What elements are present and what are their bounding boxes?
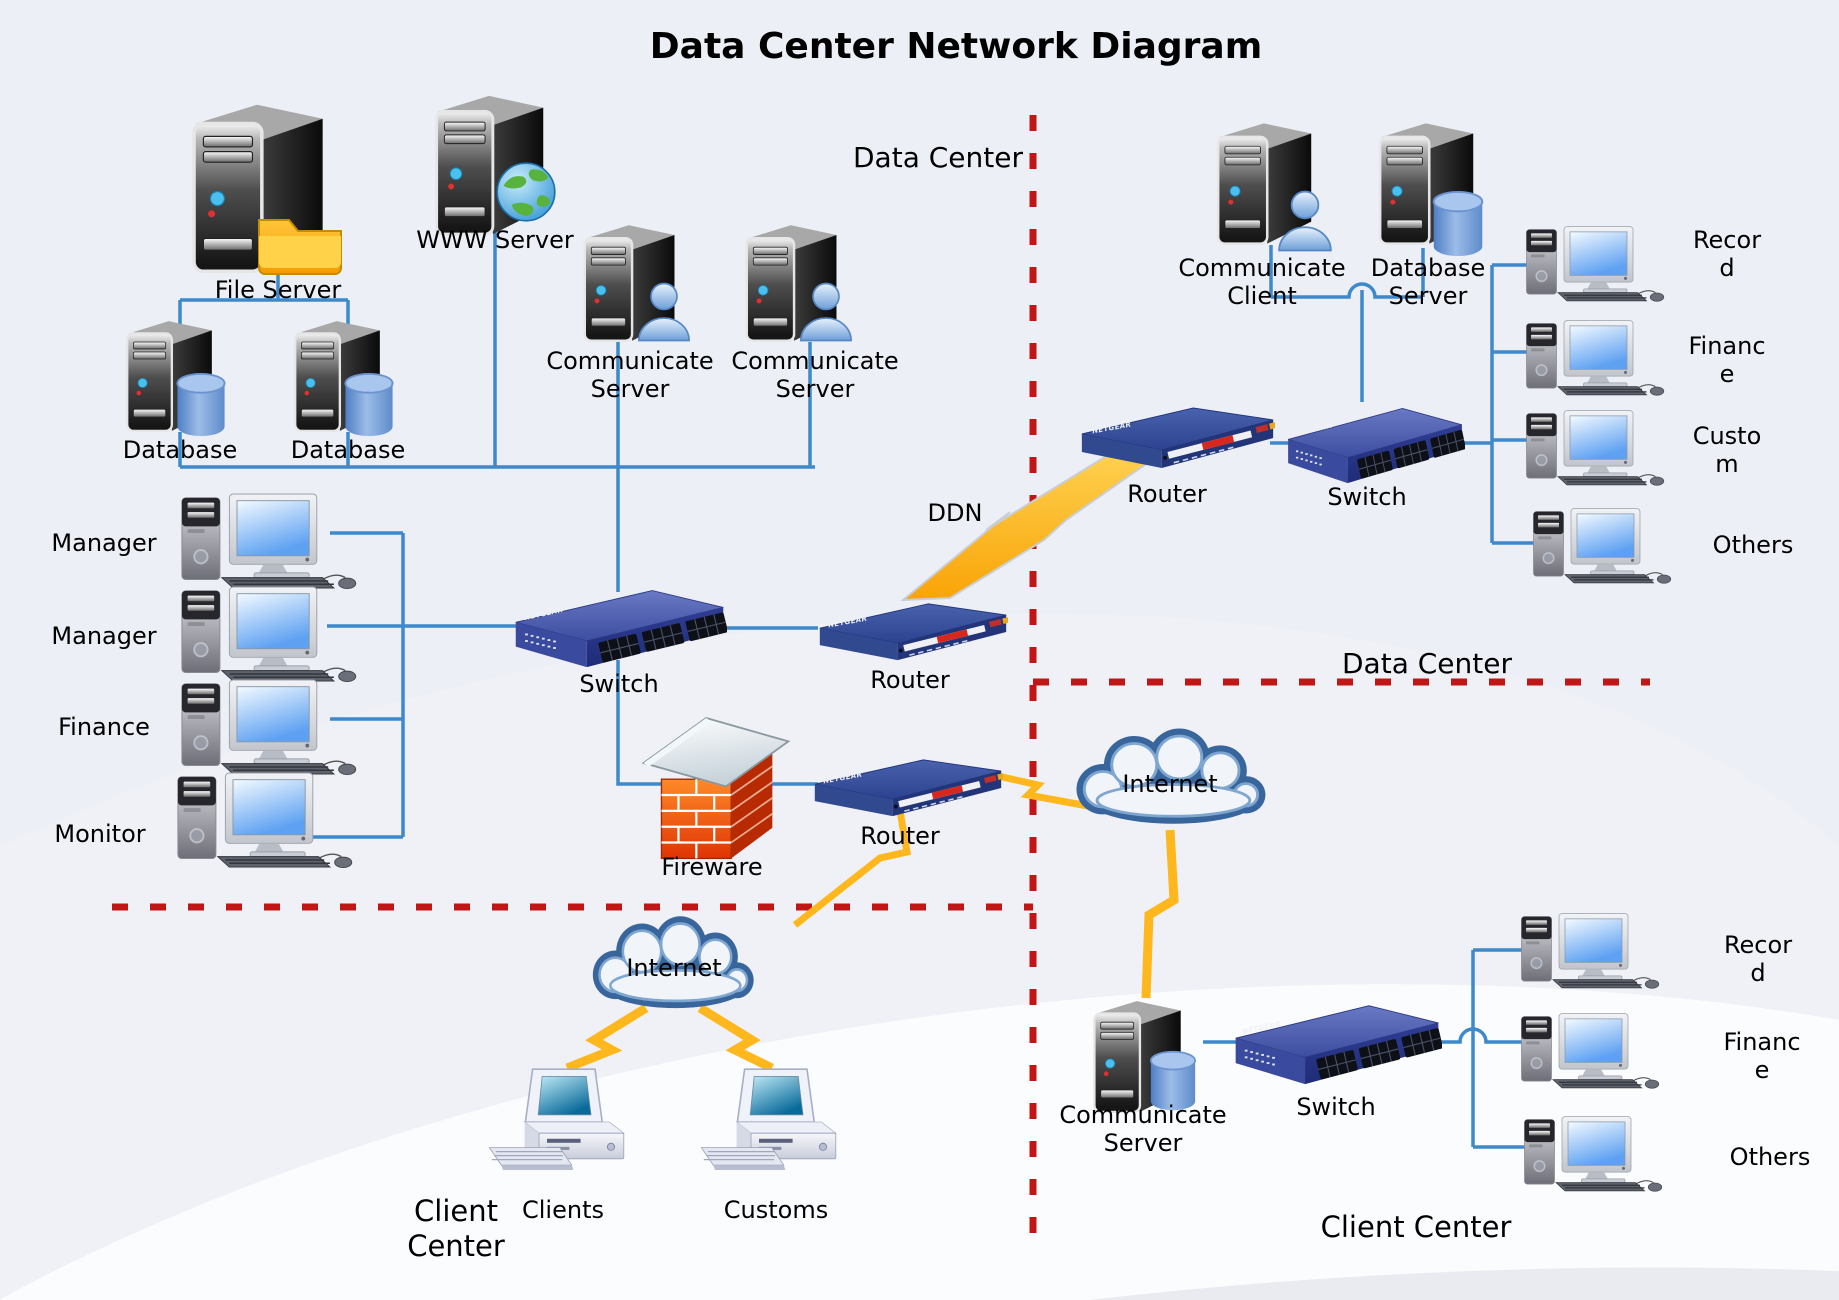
bolt-router-to-internet-left <box>792 804 912 928</box>
communicate-client-line2: Client <box>1227 282 1297 310</box>
database-2-label: Database <box>290 436 406 464</box>
custom-dc2-label: Custo m <box>1693 422 1762 478</box>
client-center-left-line2: Center <box>407 1229 505 1263</box>
finance-workstation-icon <box>180 678 370 778</box>
finance-cc-line2: e <box>1754 1056 1770 1084</box>
www-server-label: WWW Server <box>416 226 574 254</box>
customs-computer-icon <box>695 1052 863 1192</box>
finance-dc2-label: Financ e <box>1688 332 1765 388</box>
switch-dc2-label: Switch <box>1327 483 1407 511</box>
customs-label: Customs <box>723 1196 829 1224</box>
finance-dc2-line1: Financ <box>1688 332 1766 360</box>
manager-1-label: Manager <box>51 529 157 557</box>
database-server-label: Database Server <box>1371 254 1486 310</box>
folder-icon <box>255 205 345 277</box>
communicate-client-line1: Communicate <box>1178 254 1346 282</box>
monitor-label: Monitor <box>54 820 146 848</box>
client-center-left-line1: Client <box>414 1194 498 1228</box>
file-server-label: File Server <box>214 276 342 304</box>
router-dc2-icon <box>1080 406 1275 470</box>
clients-computer-icon <box>483 1052 651 1192</box>
communicate-server-cc-line2: Server <box>1103 1129 1183 1157</box>
finance-dc2-line2: e <box>1719 360 1735 388</box>
person-icon <box>633 280 695 344</box>
communicate-server-1-line2: Server <box>590 375 670 403</box>
finance-cc-label: Financ e <box>1723 1028 1800 1084</box>
switch-dc2-icon <box>1285 403 1465 485</box>
lightning-links <box>565 772 1179 1073</box>
record-cc-label: Recor d <box>1724 931 1792 987</box>
router-main-label: Router <box>870 666 950 694</box>
manager-2-workstation-icon <box>180 585 370 685</box>
finance-cc-workstation-icon <box>1520 1005 1670 1098</box>
record-cc-workstation-icon <box>1520 905 1670 998</box>
diagram-title: Data Center Network Diagram <box>649 26 1263 67</box>
fireware-label: Fireware <box>661 853 763 881</box>
manager-2-label: Manager <box>51 622 157 650</box>
bolt-internet-to-customs <box>697 1004 774 1073</box>
communicate-server-cc-label: Communicate Server <box>1059 1101 1226 1157</box>
communicate-server-2-line2: Server <box>775 375 855 403</box>
communicate-server-2-label: Communicate Server <box>731 347 898 403</box>
bolt-internet-to-clients <box>565 1004 649 1073</box>
monitor-workstation-icon <box>176 771 366 871</box>
person-icon <box>1272 188 1338 254</box>
bolt-router-to-internet-right <box>997 772 1089 810</box>
database-cylinder-icon <box>340 372 398 438</box>
database-server-line1: Database <box>1370 254 1486 282</box>
manager-1-workstation-icon <box>180 492 370 592</box>
communicate-client-label: Communicate Client <box>1178 254 1345 310</box>
record-dc2-line1: Recor <box>1692 226 1762 254</box>
router-dc2-label: Router <box>1127 480 1207 508</box>
region-label-client-center-right: Client Center <box>1320 1210 1512 1244</box>
database-1-label: Database <box>122 436 238 464</box>
firewall-icon <box>640 700 792 862</box>
record-dc2-label: Recor d <box>1693 226 1761 282</box>
router-edge-icon <box>813 758 1003 818</box>
database-cylinder-icon <box>172 372 230 438</box>
person-icon <box>795 280 857 344</box>
internet-right-label: Internet <box>1122 770 1218 798</box>
record-dc2-workstation-icon <box>1525 218 1675 311</box>
clients-label: Clients <box>522 1196 604 1224</box>
custom-dc2-line2: m <box>1715 450 1739 478</box>
others-dc2-label: Others <box>1712 531 1794 559</box>
region-label-client-center-left: Client Center <box>407 1194 505 1264</box>
bolt-internet-to-comm-server <box>1141 829 1179 999</box>
record-dc2-line2: d <box>1719 254 1735 282</box>
record-cc-line1: Recor <box>1723 931 1793 959</box>
database-cylinder-icon <box>1428 190 1488 258</box>
finance-label: Finance <box>58 713 150 741</box>
router-edge-label: Router <box>860 822 940 850</box>
communicate-server-2-line1: Communicate <box>731 347 899 375</box>
record-cc-line2: d <box>1750 959 1766 987</box>
connector-lines <box>178 232 1540 1149</box>
region-label-data-center-right: Data Center <box>1342 647 1512 680</box>
switch-cc-label: Switch <box>1296 1093 1376 1121</box>
custom-dc2-workstation-icon <box>1525 402 1675 495</box>
database-server-line2: Server <box>1388 282 1468 310</box>
others-cc-workstation-icon <box>1523 1108 1673 1201</box>
others-cc-label: Others <box>1729 1143 1811 1171</box>
internet-left-label: Internet <box>626 954 722 982</box>
ddn-label: DDN <box>927 499 983 527</box>
communicate-server-1-line1: Communicate <box>546 347 714 375</box>
finance-dc2-workstation-icon <box>1525 312 1675 405</box>
switch-main-label: Switch <box>579 670 659 698</box>
router-main-icon <box>818 602 1008 662</box>
switch-cc-icon <box>1232 1000 1442 1086</box>
communicate-server-1-label: Communicate Server <box>546 347 713 403</box>
globe-icon <box>494 160 558 224</box>
custom-dc2-line1: Custo <box>1692 422 1762 450</box>
region-label-data-center-top: Data Center <box>853 141 1023 174</box>
communicate-server-cc-line1: Communicate <box>1059 1101 1227 1129</box>
others-dc2-workstation-icon <box>1532 500 1682 593</box>
finance-cc-line1: Financ <box>1723 1028 1801 1056</box>
switch-main-icon <box>512 585 727 669</box>
